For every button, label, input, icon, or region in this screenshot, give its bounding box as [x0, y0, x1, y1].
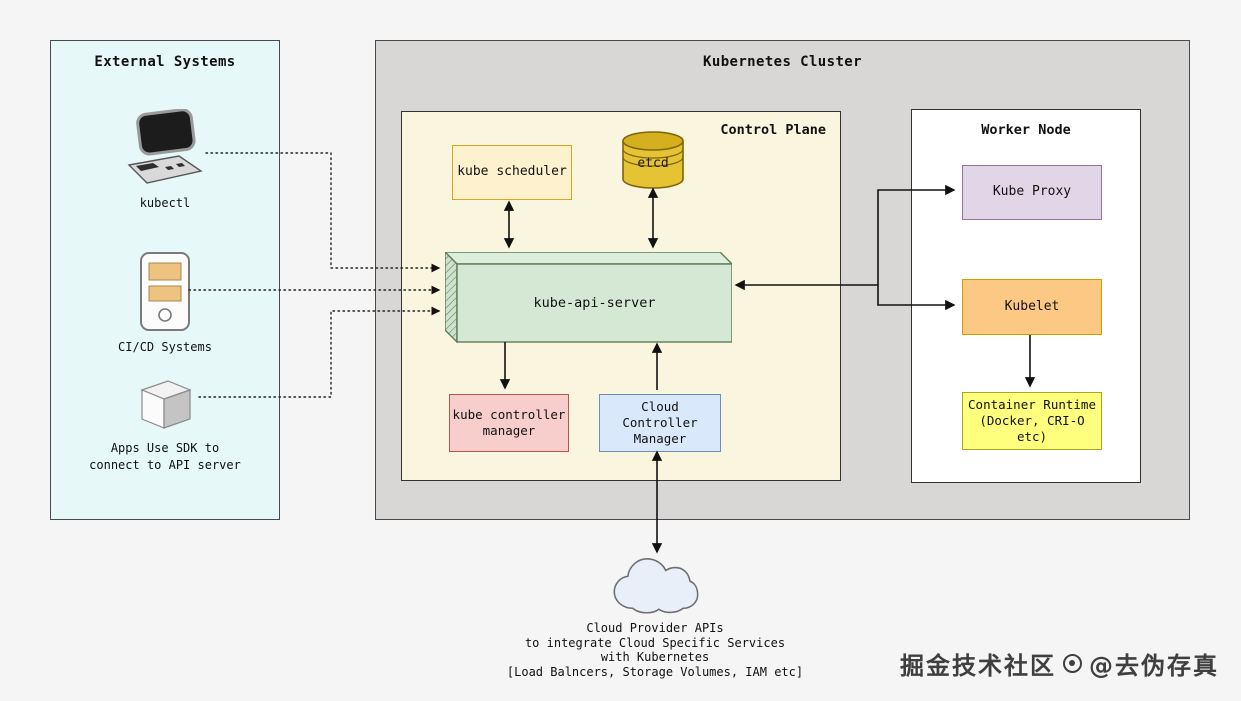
external-systems-title: External Systems: [94, 54, 236, 70]
cloud-provider-caption: Cloud Provider APIs to integrate Cloud S…: [506, 621, 804, 679]
kube-controller-manager-node: kube controller manager: [449, 394, 569, 452]
worker-node-panel: Worker Node Kube Proxy Kubelet Container…: [911, 109, 1141, 483]
kubelet-node: Kubelet: [962, 279, 1102, 335]
kubectl-figure: kubectl: [51, 109, 279, 212]
kube-scheduler-node: kube scheduler: [452, 145, 572, 200]
worker-node-title: Worker Node: [981, 122, 1071, 138]
watermark: 掘金技术社区 @去伪存真: [900, 646, 1219, 681]
kubernetes-cluster-title: Kubernetes Cluster: [703, 54, 862, 70]
control-plane-panel: Control Plane kube scheduler etcd: [401, 111, 841, 481]
container-runtime-node: Container Runtime (Docker, CRI-O etc): [962, 392, 1102, 450]
apps-sdk-label: Apps Use SDK to connect to API server: [89, 441, 241, 472]
kubectl-label: kubectl: [139, 196, 191, 210]
mobile-device-icon: [140, 252, 190, 331]
kube-api-server-node: kube-api-server: [443, 250, 734, 344]
cloud-provider-figure: Cloud Provider APIs to integrate Cloud S…: [505, 553, 805, 680]
watermark-author-text: @去伪存真: [1089, 652, 1219, 680]
api-server-3d-box: [443, 250, 734, 344]
control-plane-title: Control Plane: [720, 122, 826, 138]
kube-proxy-node: Kube Proxy: [962, 165, 1102, 220]
etcd-label: etcd: [637, 156, 669, 171]
cloud-controller-manager-node: Cloud Controller Manager: [599, 394, 721, 452]
cicd-label: CI/CD Systems: [118, 340, 212, 354]
cube-icon: [140, 380, 192, 429]
cicd-figure: CI/CD Systems: [51, 251, 279, 356]
cloud-icon: [613, 558, 699, 614]
watermark-community-text: 掘金技术社区: [900, 652, 1056, 680]
kube-api-server-label: kube-api-server: [533, 295, 656, 311]
etcd-node: etcd: [621, 130, 685, 190]
apps-sdk-figure: Apps Use SDK to connect to API server: [51, 374, 279, 474]
laptop-icon: [127, 109, 203, 184]
kubernetes-cluster-panel: Kubernetes Cluster Control Plane kube sc…: [375, 40, 1190, 520]
juejin-logo-icon: [1063, 654, 1082, 673]
external-systems-panel: External Systems kubectl CI/CD Systems: [50, 40, 280, 520]
